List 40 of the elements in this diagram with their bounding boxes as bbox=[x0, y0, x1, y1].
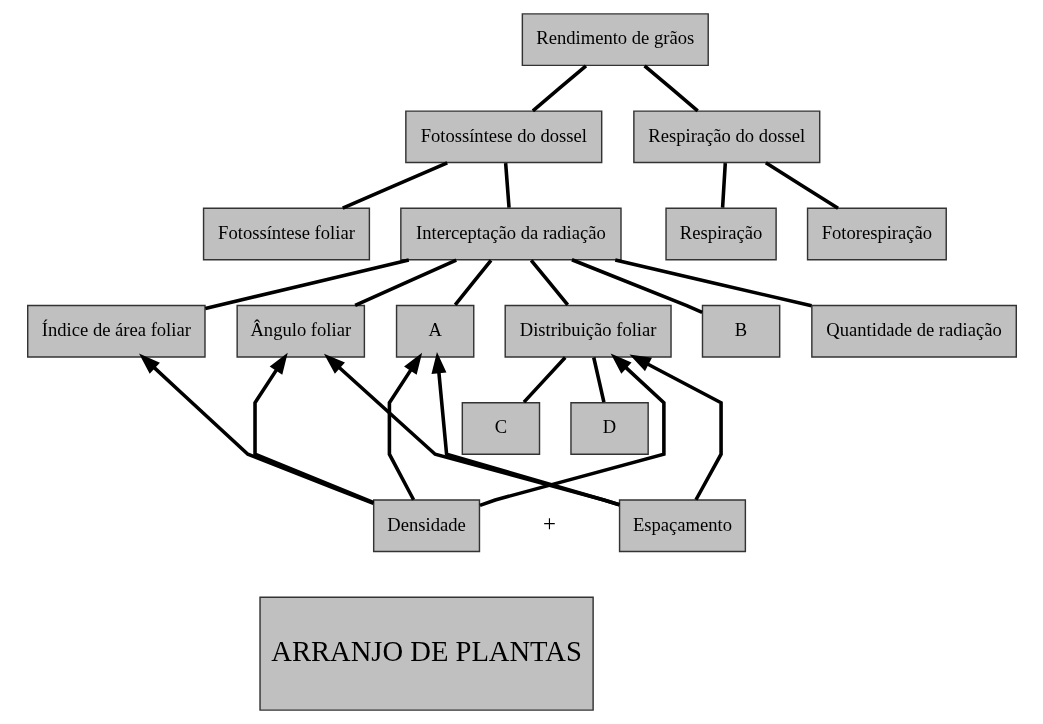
node-box: Ângulo foliar bbox=[235, 304, 365, 358]
node-box: A bbox=[395, 304, 474, 358]
node-box: Quantidade de radiação bbox=[810, 304, 1017, 358]
connector bbox=[453, 259, 492, 306]
node-box: Interceptação da radiação bbox=[399, 207, 622, 261]
arrow bbox=[252, 352, 374, 505]
node-box: Índice de área foliar bbox=[26, 304, 206, 358]
arrow bbox=[138, 353, 374, 506]
connector bbox=[522, 356, 566, 404]
node-box: B bbox=[701, 304, 780, 358]
connector bbox=[353, 258, 457, 308]
connector bbox=[764, 161, 839, 210]
connector bbox=[341, 161, 448, 210]
node-box: Fotossíntese do dossel bbox=[404, 110, 602, 164]
node-box: Fotossíntese foliar bbox=[202, 207, 370, 261]
connector bbox=[529, 259, 569, 306]
connector bbox=[591, 357, 606, 403]
node-box: Respiração do dossel bbox=[632, 110, 820, 164]
node-box: Espaçamento bbox=[618, 499, 746, 553]
node-box: C bbox=[461, 402, 540, 455]
arrow bbox=[628, 354, 723, 501]
connector bbox=[720, 162, 727, 208]
arrow bbox=[387, 352, 422, 501]
connector bbox=[503, 162, 511, 208]
node-box: ARRANJO DE PLANTAS bbox=[258, 596, 594, 711]
arrow bbox=[323, 353, 620, 507]
node-box: Densidade bbox=[372, 499, 480, 553]
arrow bbox=[478, 353, 666, 508]
node-box: Respiração bbox=[664, 207, 777, 261]
arrow bbox=[431, 351, 620, 507]
node-box: D bbox=[569, 402, 649, 455]
connector bbox=[204, 258, 409, 311]
connector bbox=[614, 258, 812, 308]
node-box: Distribuição foliar bbox=[504, 304, 672, 358]
connector bbox=[642, 64, 699, 113]
node-box: Fotorespiração bbox=[806, 207, 947, 261]
node-box: Rendimento de grãos bbox=[521, 13, 709, 67]
connector bbox=[531, 64, 587, 113]
connector bbox=[570, 258, 703, 315]
label: + bbox=[542, 511, 556, 537]
